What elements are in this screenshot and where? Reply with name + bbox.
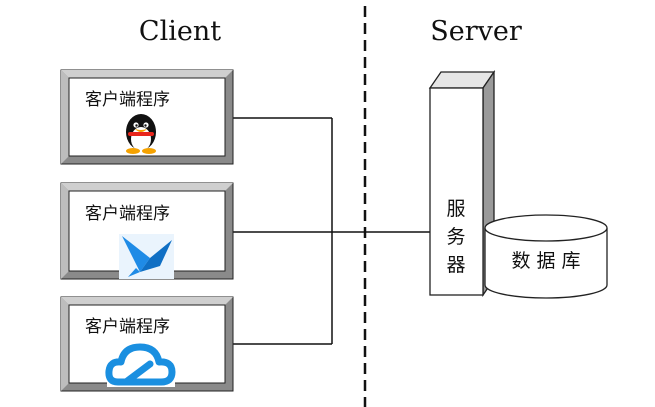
client-box: 客户端程序 — [60, 182, 234, 280]
cloud-icon — [105, 340, 176, 387]
bird-icon — [119, 234, 174, 279]
client-label: 客户端程序 — [85, 317, 170, 337]
database-cylinder: 数 据 库 — [484, 214, 608, 299]
server-char: 器 — [446, 254, 465, 276]
server-tower: 服 务 器 — [428, 69, 496, 298]
client-title: Client — [139, 16, 221, 47]
server-char: 服 — [446, 198, 465, 220]
client-label: 客户端程序 — [85, 204, 170, 224]
client-box: 客户端程序 — [60, 296, 234, 392]
penguin-icon — [126, 114, 156, 154]
client-label: 客户端程序 — [85, 90, 170, 110]
server-title: Server — [430, 16, 522, 47]
database-label: 数 据 库 — [511, 250, 580, 272]
server-char: 务 — [446, 226, 465, 248]
connection-lines — [233, 117, 430, 345]
client-box: 客户端程序 — [60, 69, 234, 165]
